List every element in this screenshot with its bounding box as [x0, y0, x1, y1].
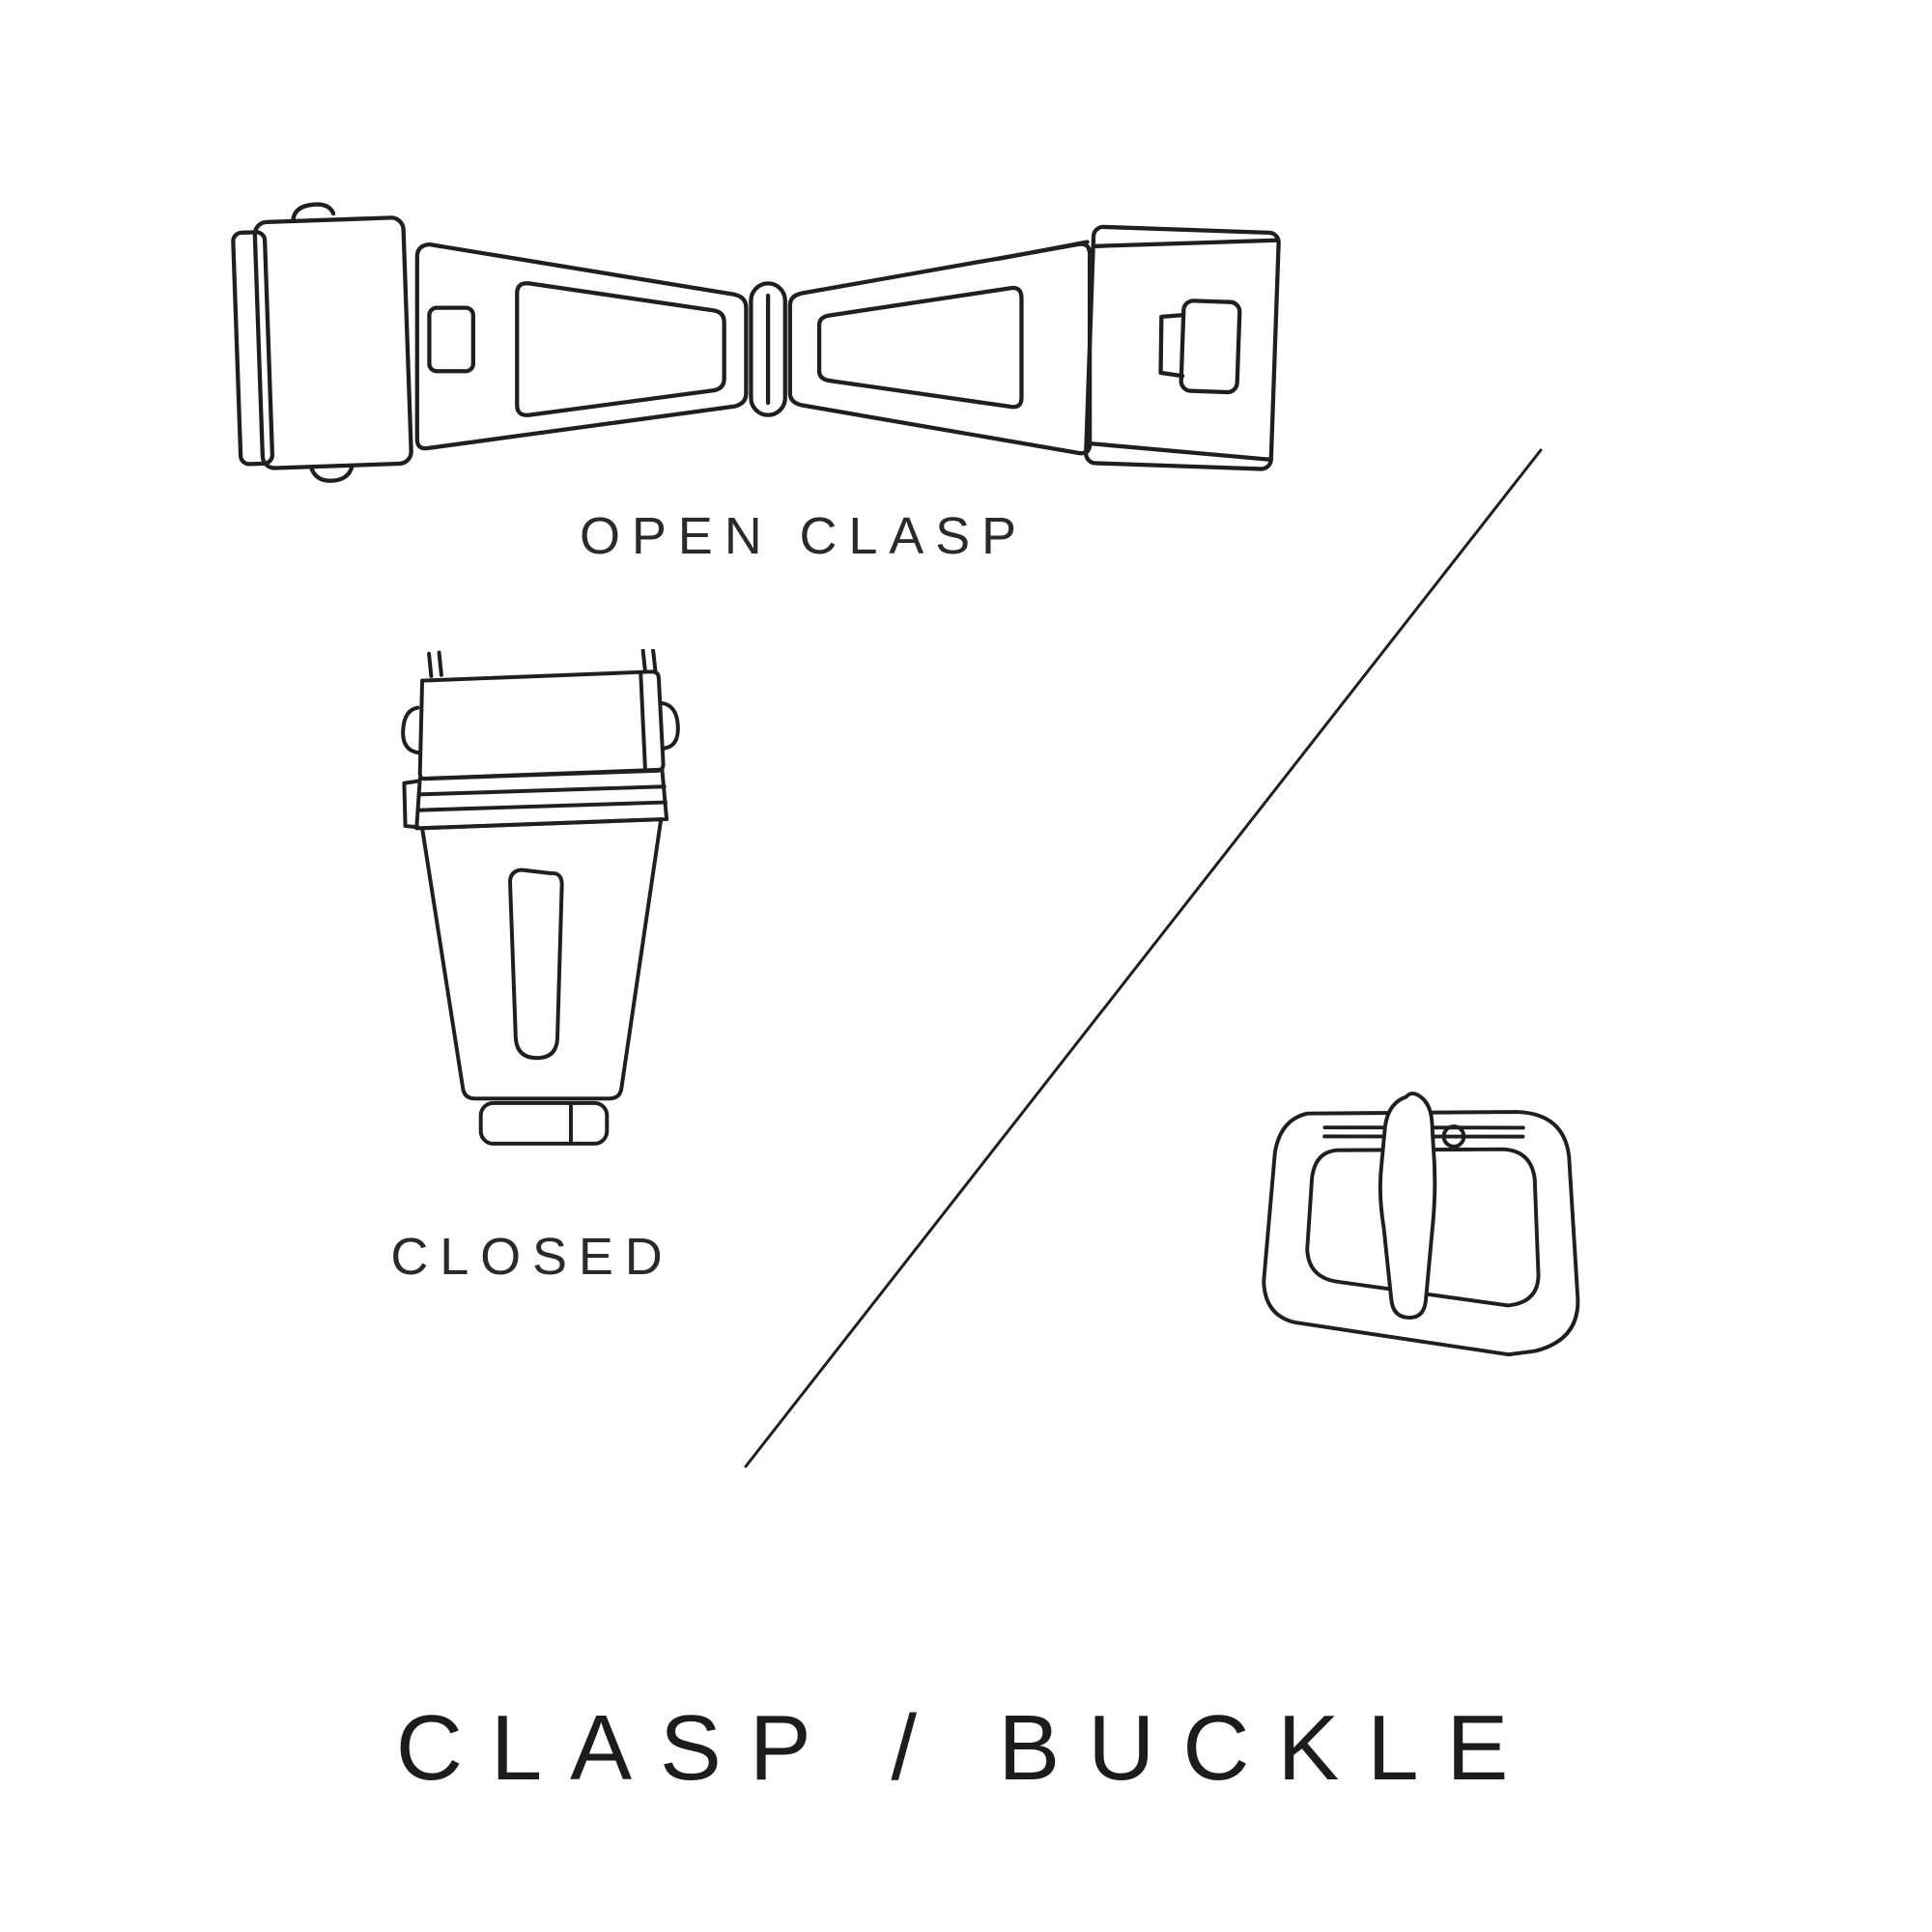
open-clasp-label: OPEN CLASP — [580, 507, 1028, 565]
buckle-illustration — [1232, 1080, 1633, 1414]
closed-clasp-icon — [401, 649, 680, 1146]
tang-buckle-icon — [1262, 1092, 1580, 1357]
open-clasp-illustration — [222, 188, 1294, 505]
closed-clasp-illustration — [388, 649, 693, 1179]
open-clasp-icon — [231, 202, 1281, 483]
page-title: CLASP / BUCKLE — [395, 1696, 1537, 1800]
closed-clasp-label: CLOSED — [390, 1228, 674, 1286]
